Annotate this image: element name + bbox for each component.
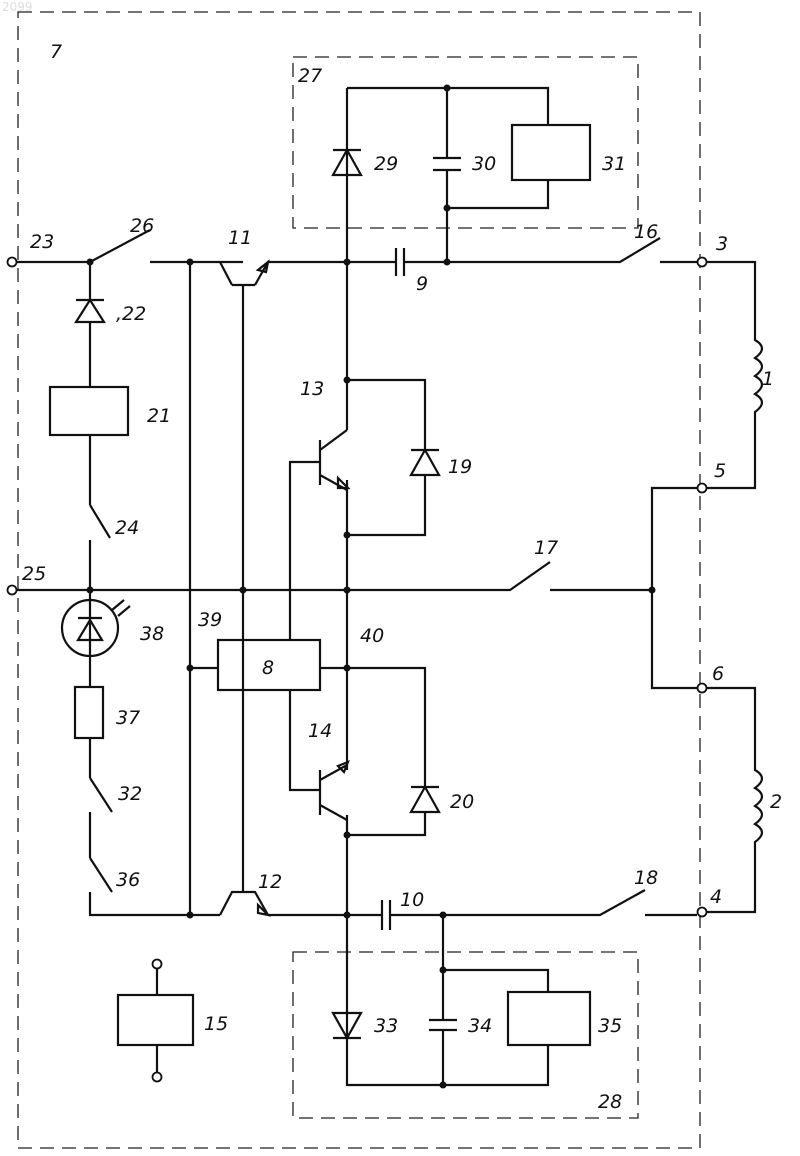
label-32: 32 — [118, 783, 142, 805]
label-36: 36 — [116, 869, 140, 891]
label-27: 27 — [298, 65, 322, 87]
label-13: 13 — [300, 378, 324, 400]
label-10: 10 — [400, 889, 424, 911]
label-20: 20 — [450, 791, 474, 813]
label-31: 31 — [602, 153, 626, 175]
label-12: 12 — [258, 871, 282, 893]
nodes — [87, 85, 656, 1089]
label-30: 30 — [472, 153, 496, 175]
label-5: 5 — [714, 460, 726, 482]
label-18: 18 — [634, 867, 658, 889]
label-1: 1 — [762, 368, 774, 390]
label-39: 39 — [198, 609, 222, 631]
label-37: 37 — [116, 707, 140, 729]
label-35: 35 — [598, 1015, 622, 1037]
label-11: 11 — [228, 227, 252, 249]
block-27 — [293, 57, 638, 228]
label-40: 40 — [360, 625, 384, 647]
label-6: 6 — [712, 663, 724, 685]
label-17: 17 — [534, 537, 558, 559]
label-33: 33 — [374, 1015, 398, 1037]
label-4: 4 — [710, 886, 722, 908]
label-9: 9 — [416, 273, 428, 295]
label-21: 21 — [147, 405, 171, 427]
label-24: 24 — [115, 517, 139, 539]
component-labels: 1 2 3 4 5 6 7 8 9 10 11 12 13 14 15 16 1… — [22, 41, 782, 1113]
label-8: 8 — [262, 657, 274, 679]
enclosure-7 — [18, 12, 700, 1148]
label-29: 29 — [374, 153, 398, 175]
label-28: 28 — [598, 1091, 622, 1113]
label-34: 34 — [468, 1015, 492, 1037]
label-38: 38 — [140, 623, 164, 645]
label-26: 26 — [130, 215, 154, 237]
label-23: 23 — [30, 231, 54, 253]
label-15: 15 — [204, 1013, 228, 1035]
label-7: 7 — [50, 41, 62, 63]
label-25: 25 — [22, 563, 46, 585]
label-2: 2 — [770, 791, 782, 813]
label-14: 14 — [308, 720, 332, 742]
label-22: ,22 — [116, 303, 146, 325]
label-16: 16 — [634, 221, 658, 243]
label-3: 3 — [716, 233, 728, 255]
label-19: 19 — [448, 456, 472, 478]
